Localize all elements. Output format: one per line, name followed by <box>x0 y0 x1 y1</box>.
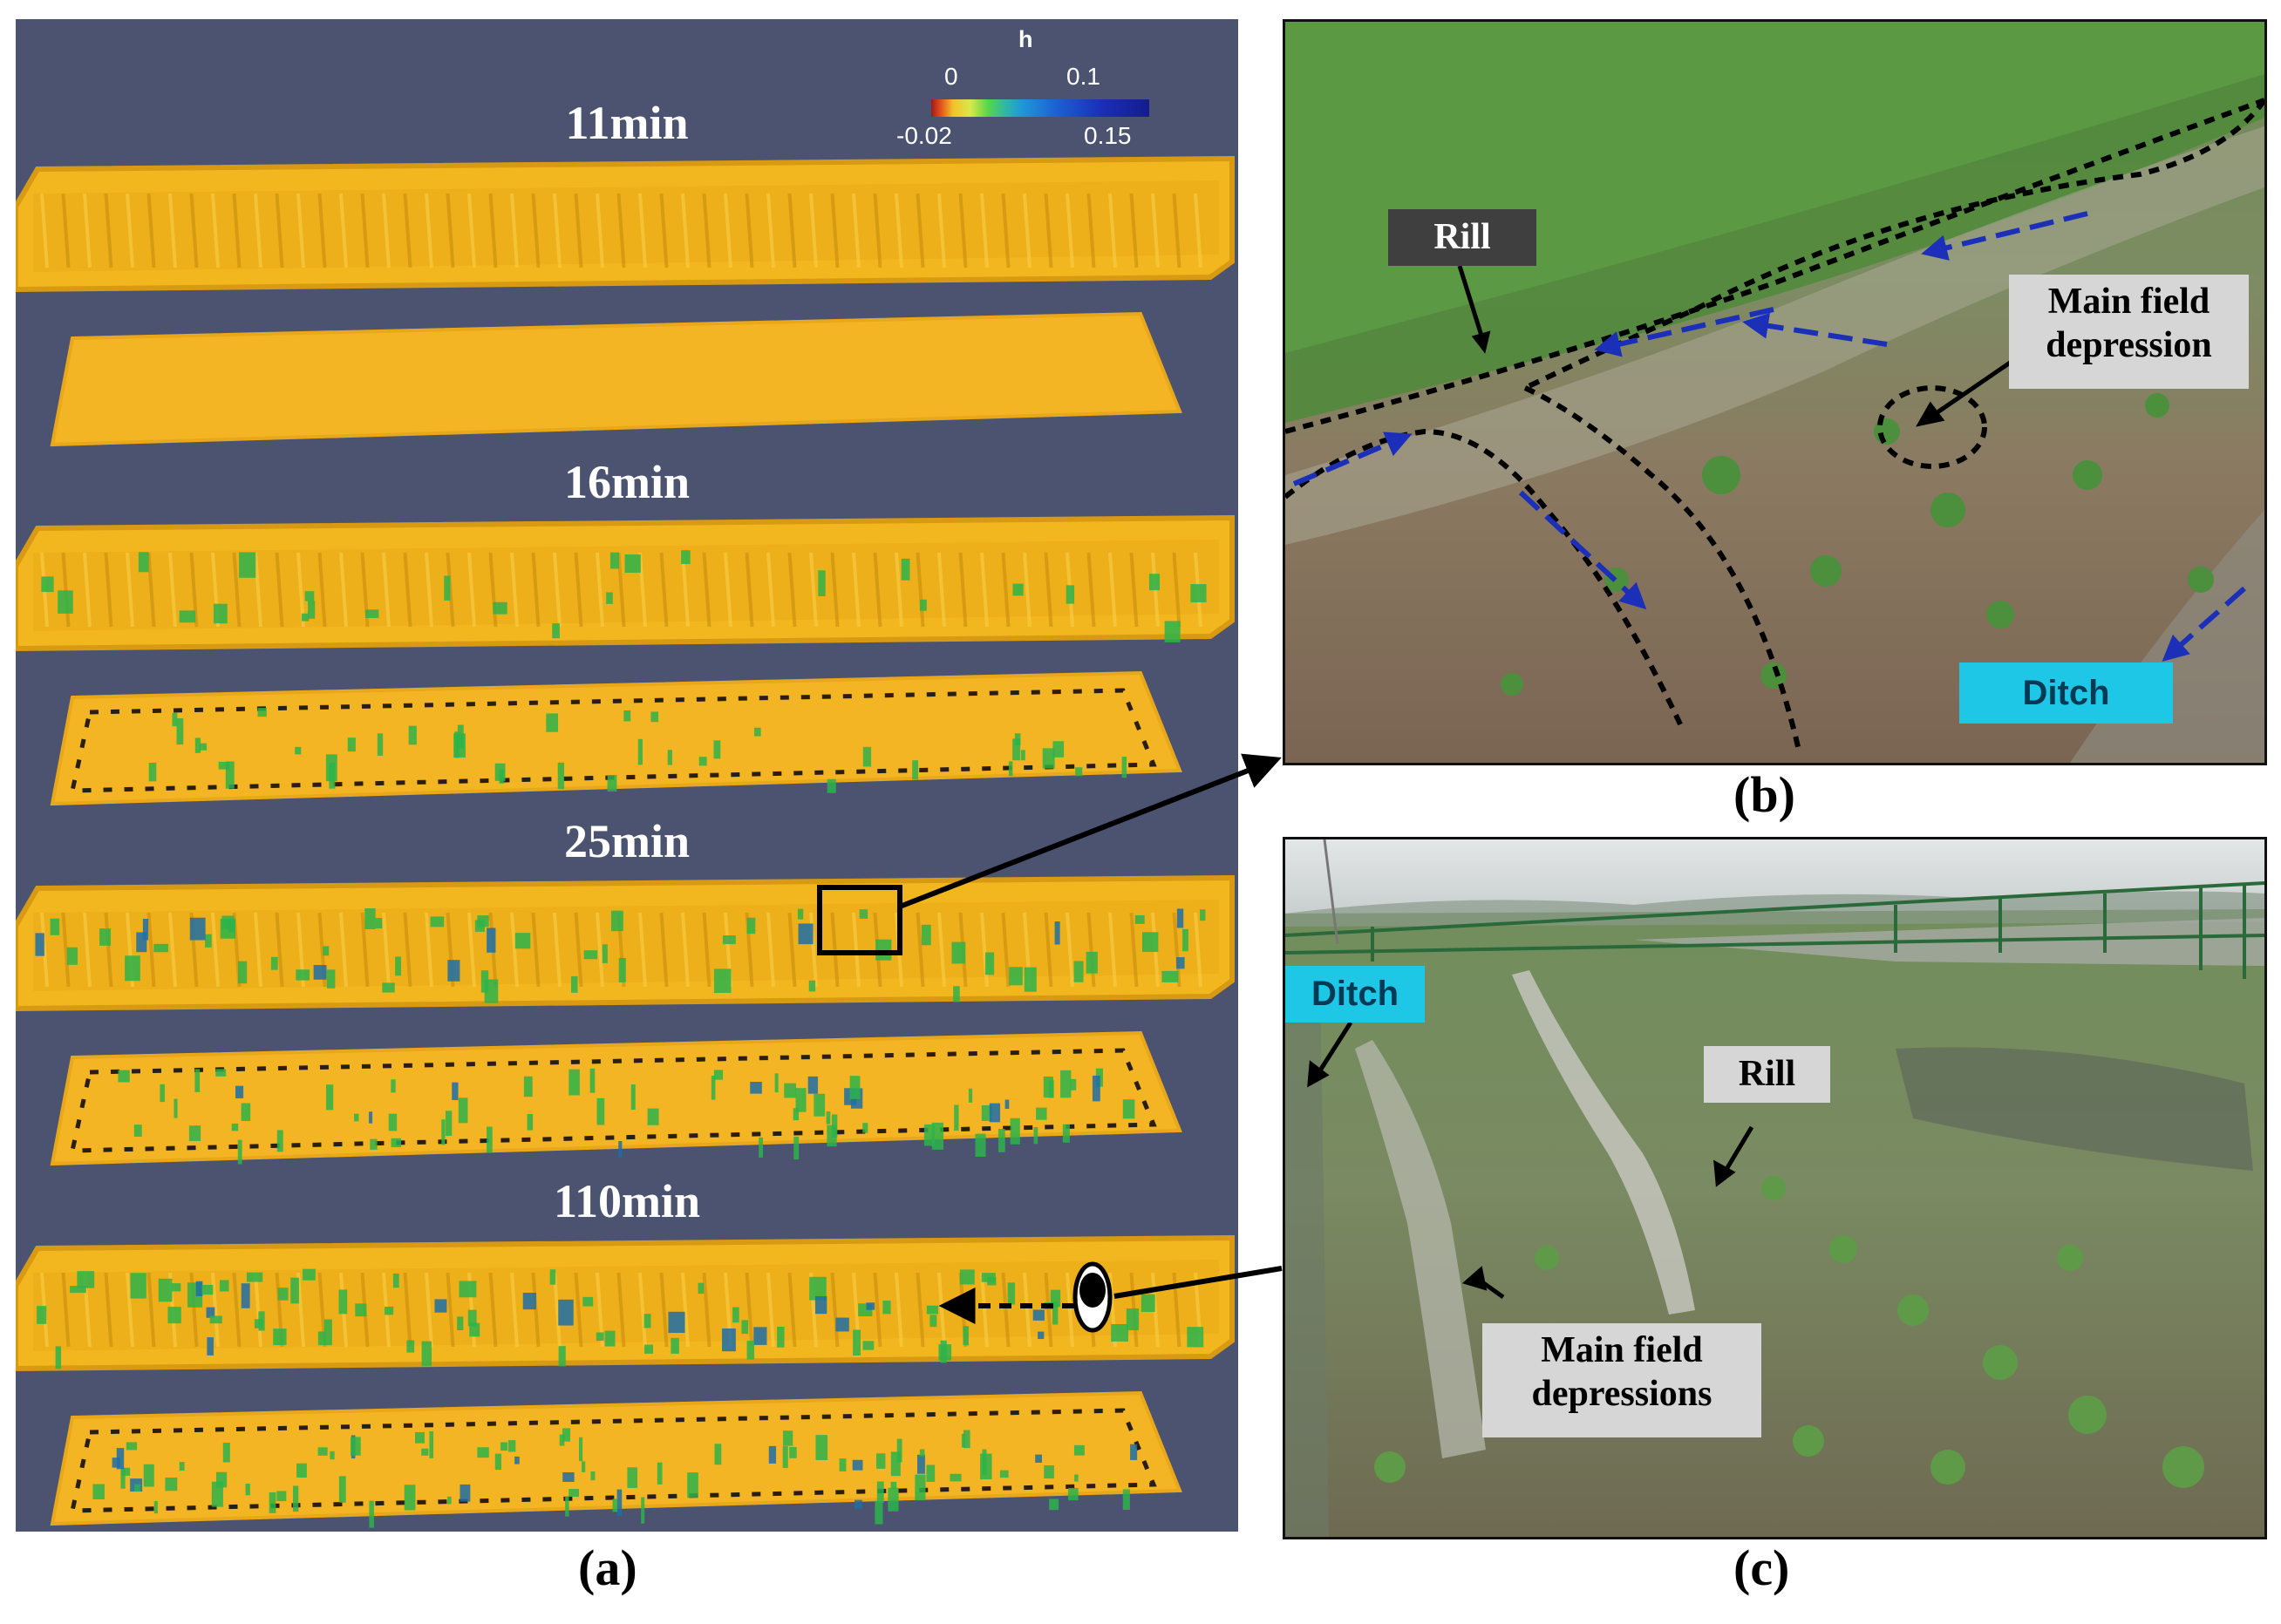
water-depth-slab-11min <box>50 311 1182 447</box>
terrain-slab-110min <box>16 1234 1235 1372</box>
time-label-25min: 25min <box>563 815 691 867</box>
time-label-110min: 110min <box>553 1175 701 1227</box>
colorbar-tick-bottom-right: 0.15 <box>1084 122 1132 149</box>
time-label-11min: 11min <box>565 97 689 149</box>
terrain-slab-25min <box>16 874 1235 1012</box>
panel-c-caption: (c) <box>1733 1539 1790 1596</box>
water-depth-slab-16min <box>50 670 1182 806</box>
terrain-slab-11min <box>16 155 1235 293</box>
label-ditch-c: Ditch <box>1285 966 1425 1023</box>
simulation-panel: h 0 0.1 -0.02 0.15 11min 16min 25min 110… <box>16 19 1238 1532</box>
rill-photo: Rill Main field depression Ditch <box>1283 19 2267 765</box>
colorbar <box>931 99 1149 117</box>
panel-a-caption: (a) <box>578 1539 637 1596</box>
colorbar-tick-top-right: 0.1 <box>1066 63 1100 90</box>
colorbar-tick-bottom-left: -0.02 <box>896 122 952 149</box>
terrain-slab-16min <box>16 514 1235 652</box>
label-ditch-b: Ditch <box>1959 663 2173 724</box>
colorbar-tick-top-left: 0 <box>944 63 958 90</box>
water-depth-slab-110min <box>50 1390 1182 1528</box>
simulation-slabs <box>16 155 1235 1528</box>
field-photo: Ditch Rill Main field depressions <box>1283 837 2267 1539</box>
colorbar-title: h <box>1018 26 1033 52</box>
panel-b-caption: (b) <box>1733 766 1795 823</box>
label-main-field-depression: Main field depression <box>2009 275 2249 389</box>
label-rill-b: Rill <box>1388 209 1536 266</box>
label-rill-c: Rill <box>1704 1046 1830 1103</box>
water-depth-slab-25min <box>50 1030 1182 1166</box>
label-main-field-depressions: Main field depressions <box>1482 1323 1761 1437</box>
time-label-16min: 16min <box>563 456 691 508</box>
